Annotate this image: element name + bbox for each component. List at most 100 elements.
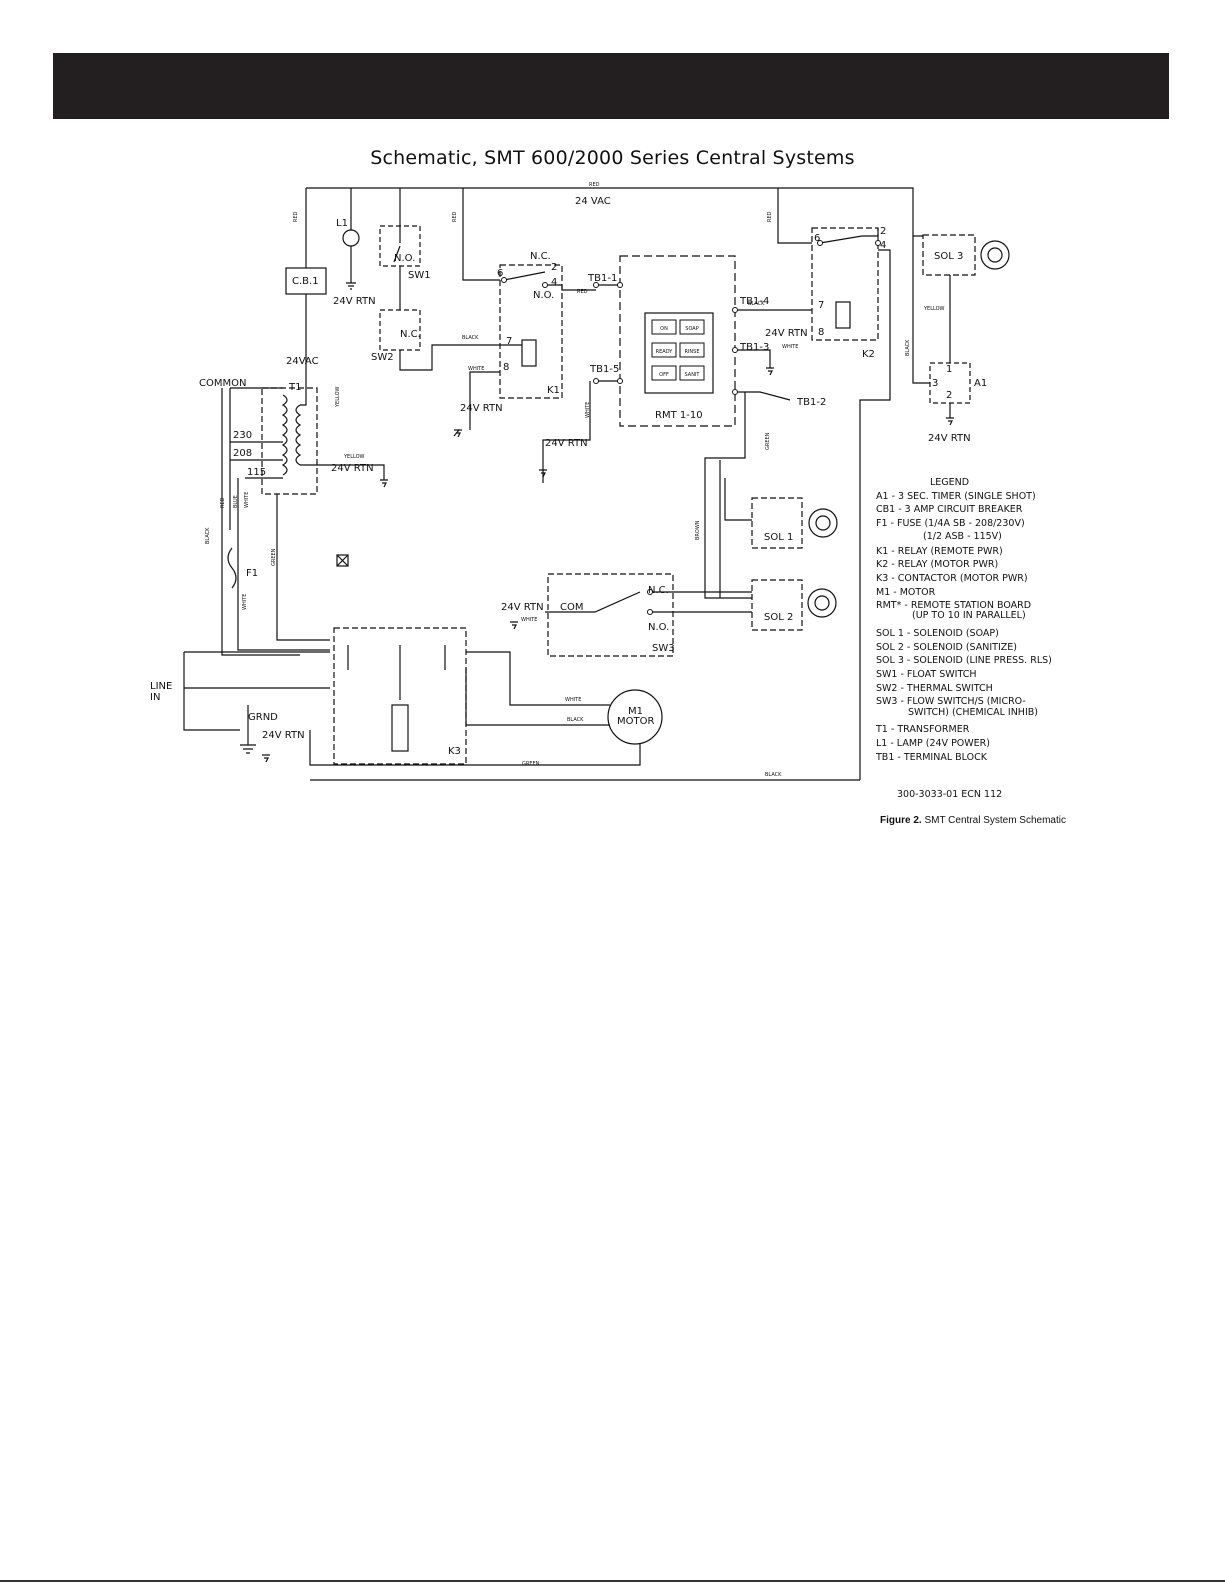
label-sol2: SOL 2 — [764, 612, 793, 623]
sw3-contact — [545, 591, 641, 613]
wire-sol3-a1 — [912, 236, 930, 384]
terminal-tb1-5b — [617, 378, 623, 384]
sw3-box — [547, 573, 674, 657]
wire-motor-white — [466, 651, 610, 706]
legend-item: F1 - FUSE (1/4A SB - 208/230V) — [876, 518, 1025, 529]
rmt-label-soap: SOAP — [685, 326, 698, 332]
wire-label-white-t1: WHITE — [244, 492, 250, 508]
terminal-tb1-4 — [732, 307, 738, 313]
header-bar — [53, 53, 1169, 119]
k1-box — [499, 264, 563, 399]
rmt-button-off — [651, 365, 677, 381]
label-k2-6: 6 — [814, 233, 820, 244]
k2-contacts — [819, 228, 879, 244]
rmt-button-ready — [651, 342, 677, 358]
wire-label-red-k2: RED — [767, 211, 773, 222]
sw1-contact — [393, 245, 401, 263]
label-k1-no: N.O. — [533, 290, 554, 301]
sol1-box — [751, 497, 803, 549]
rmt-label-on: ON — [660, 326, 668, 332]
label-sw3-nc: N.C. — [648, 585, 669, 596]
label-rtn-k3: 24V RTN — [262, 730, 305, 741]
label-115: 115 — [247, 467, 266, 478]
label-rtn-k2: 24V RTN — [765, 328, 808, 339]
label-cb1: C.B.1 — [292, 276, 319, 287]
wire-transformer-leads — [221, 388, 300, 656]
wire-tb1-2 — [735, 391, 791, 401]
wire-sol1 — [724, 478, 752, 521]
wire-green — [704, 392, 746, 599]
sol1-coil — [808, 508, 838, 538]
wire-t1-rtn — [300, 464, 385, 480]
label-sw2-nc: N.C. — [400, 329, 421, 340]
label-k1-6: 6 — [497, 268, 503, 279]
terminal-tb1-2 — [732, 389, 738, 395]
wire-tb1-3 — [735, 349, 771, 368]
label-sw1-no: N.O. — [394, 253, 415, 264]
wire-label-blue-t1: BLUE — [233, 495, 239, 508]
label-a1-1: 1 — [946, 364, 952, 375]
rmt-label-ready: READY — [656, 349, 674, 355]
label-sw2: SW2 — [371, 352, 394, 363]
wire-label-white-k1: WHITE — [468, 366, 484, 372]
rmt-button-sanit — [679, 365, 705, 381]
legend-item: L1 - LAMP (24V POWER) — [876, 738, 990, 749]
rmt-panel — [644, 312, 714, 394]
legend-heading: LEGEND — [930, 477, 969, 488]
wire-label-red-t1: RED — [220, 497, 226, 508]
wire-label-black-a1: BLACK — [905, 339, 911, 356]
wire-green-t1 — [276, 494, 330, 641]
wire-line-in — [183, 651, 330, 731]
motor-circle — [607, 689, 663, 745]
label-line: LINE — [150, 681, 172, 692]
wire-red-k2 — [777, 188, 812, 244]
label-k1-2: 2 — [551, 262, 557, 273]
k3-contacts — [347, 645, 446, 700]
t1-secondary — [295, 404, 302, 466]
label-rmt: RMT 1-10 — [655, 410, 703, 421]
legend-item: K1 - RELAY (REMOTE PWR) — [876, 546, 1003, 557]
ground-a1 — [946, 417, 954, 426]
label-tb1-3: TB1-3 — [739, 342, 769, 353]
label-k1-7: 7 — [506, 336, 512, 347]
legend-item: RMT* - REMOTE STATION BOARD — [876, 600, 1031, 611]
wire-label-yellow-t1-vert: YELLOW — [335, 386, 341, 408]
label-com: COM — [560, 602, 583, 613]
wire-label-brown: BROWN — [695, 520, 701, 540]
label-rtn-l1: 24V RTN — [333, 296, 376, 307]
sol2-box — [751, 579, 803, 631]
k2-coil — [835, 301, 851, 329]
label-k3: K3 — [448, 746, 461, 757]
label-rtn-t1: 24V RTN — [331, 463, 374, 474]
terminal-k2-6 — [817, 240, 823, 246]
legend-item: M1 - MOTOR — [876, 587, 936, 598]
rmt-label-rinse: RINSE — [684, 349, 699, 355]
wire-label-black-left: BLACK — [205, 527, 211, 544]
wire-tb1-5-rtn — [542, 381, 591, 483]
k1-contacts — [503, 271, 596, 291]
label-tb1-5: TB1-5 — [589, 364, 619, 375]
label-a1: A1 — [974, 378, 987, 389]
label-k1-4: 4 — [551, 277, 557, 288]
label-tb1-4: TB1-4 — [739, 296, 769, 307]
terminal-tb1-1b — [617, 282, 623, 288]
sol3-box — [922, 234, 976, 276]
label-t1: T1 — [288, 382, 301, 393]
wire-green-motor — [309, 730, 641, 766]
ground-grnd — [240, 705, 256, 754]
label-sw3-no: N.O. — [648, 622, 669, 633]
wire-red-top-bus — [306, 187, 923, 237]
wire-label-yellow-sol3: YELLOW — [923, 306, 945, 312]
wire-fuse — [237, 478, 330, 651]
label-sw3: SW3 — [652, 643, 675, 654]
doc-number: 300-3033-01 ECN 112 — [897, 789, 1002, 800]
terminal-tb1-1 — [593, 282, 599, 288]
legend-item: TB1 - TERMINAL BLOCK — [875, 752, 988, 763]
terminal-k1-4 — [542, 282, 548, 288]
label-tb1-1: TB1-1 — [587, 273, 617, 284]
wire-label-black-motor: BLACK — [567, 717, 584, 723]
wire-label-white-k2: WHITE — [782, 344, 798, 350]
label-common: COMMON — [199, 378, 246, 389]
rmt-buttons: ON SOAP READY RINSE OFF SANIT — [651, 319, 705, 381]
sol1-coil-inner — [815, 515, 831, 531]
